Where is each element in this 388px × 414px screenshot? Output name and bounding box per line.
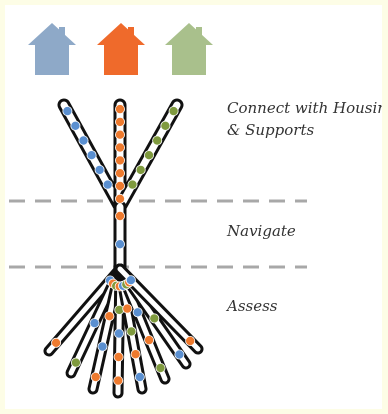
upper-right-dot-green xyxy=(160,120,171,131)
assess-strand-4-dot-orange xyxy=(113,351,124,362)
upper-left-dot-blue xyxy=(102,179,113,190)
dashed-dividers-group xyxy=(9,199,307,269)
assess-strand-8-dot-orange xyxy=(185,335,196,346)
assess-strand-8-dot-blue xyxy=(125,275,136,286)
upper-right-dot-green xyxy=(168,106,179,117)
assess-strand-7-dot-blue xyxy=(174,349,185,360)
assess-strand-1-dot-orange xyxy=(51,337,62,348)
assess-strand-5-dot-blue xyxy=(134,371,145,382)
assess-label: Assess xyxy=(227,297,278,315)
assess-strand-6-dot-green xyxy=(155,362,166,373)
upper-center-dot-orange xyxy=(115,104,126,115)
upper-left-dot-blue xyxy=(86,150,97,161)
navigate-dot-orange xyxy=(115,210,126,221)
assess-strand-3-dot-blue xyxy=(97,341,108,352)
assess-strand-7-dot-green xyxy=(149,313,160,324)
assess-strand-4-dot-blue xyxy=(114,328,125,339)
assess-strand-5-dot-green xyxy=(126,326,137,337)
houses-group xyxy=(28,23,213,75)
funnel-dots-group xyxy=(51,104,196,386)
assess-strand-4-dot-orange xyxy=(113,375,124,386)
upper-left-dot-blue xyxy=(70,120,81,131)
assess-strand-2-dot-blue xyxy=(89,318,100,329)
house-chimney xyxy=(128,27,134,39)
upper-center-dot-orange xyxy=(115,116,126,127)
assess-strand-6-dot-orange xyxy=(144,335,155,346)
assess-strand-2-dot-green xyxy=(70,357,81,368)
upper-center-dot-orange xyxy=(115,168,126,179)
navigate-label: Navigate xyxy=(227,222,296,240)
upper-left-dot-blue xyxy=(94,164,105,175)
house-chimney xyxy=(196,27,202,39)
upper-right-dot-green xyxy=(143,150,154,161)
assess-strand-5-dot-orange xyxy=(122,303,133,314)
funnel-diagram xyxy=(9,23,307,399)
upper-center-dot-orange xyxy=(115,142,126,153)
upper-center-dot-orange xyxy=(115,129,126,140)
upper-right-dot-green xyxy=(152,135,163,146)
green-house-icon xyxy=(165,23,213,75)
upper-center-dot-orange xyxy=(115,193,126,204)
upper-left-dot-blue xyxy=(78,135,89,146)
navigate-dot-blue xyxy=(115,239,126,250)
assess-strand-6-dot-blue xyxy=(132,307,143,318)
upper-right-dot-green xyxy=(127,179,138,190)
assess-strand-3-dot-orange xyxy=(90,371,101,382)
assess-strand-5-dot-orange xyxy=(130,349,141,360)
diagram-canvas: Connect with Housing & Supports Navigate… xyxy=(5,5,382,409)
upper-left-dot-blue xyxy=(62,106,73,117)
upper-right-dot-green xyxy=(135,164,146,175)
upper-center-dot-orange xyxy=(115,180,126,191)
connect-label-line1: Connect with Housing xyxy=(227,99,382,117)
house-chimney xyxy=(59,27,65,39)
upper-center-dot-orange xyxy=(115,155,126,166)
blue-house-icon xyxy=(28,23,76,75)
assess-strand-3-dot-orange xyxy=(104,311,115,322)
orange-house-icon xyxy=(97,23,145,75)
connect-label-line2: & Supports xyxy=(227,121,315,139)
